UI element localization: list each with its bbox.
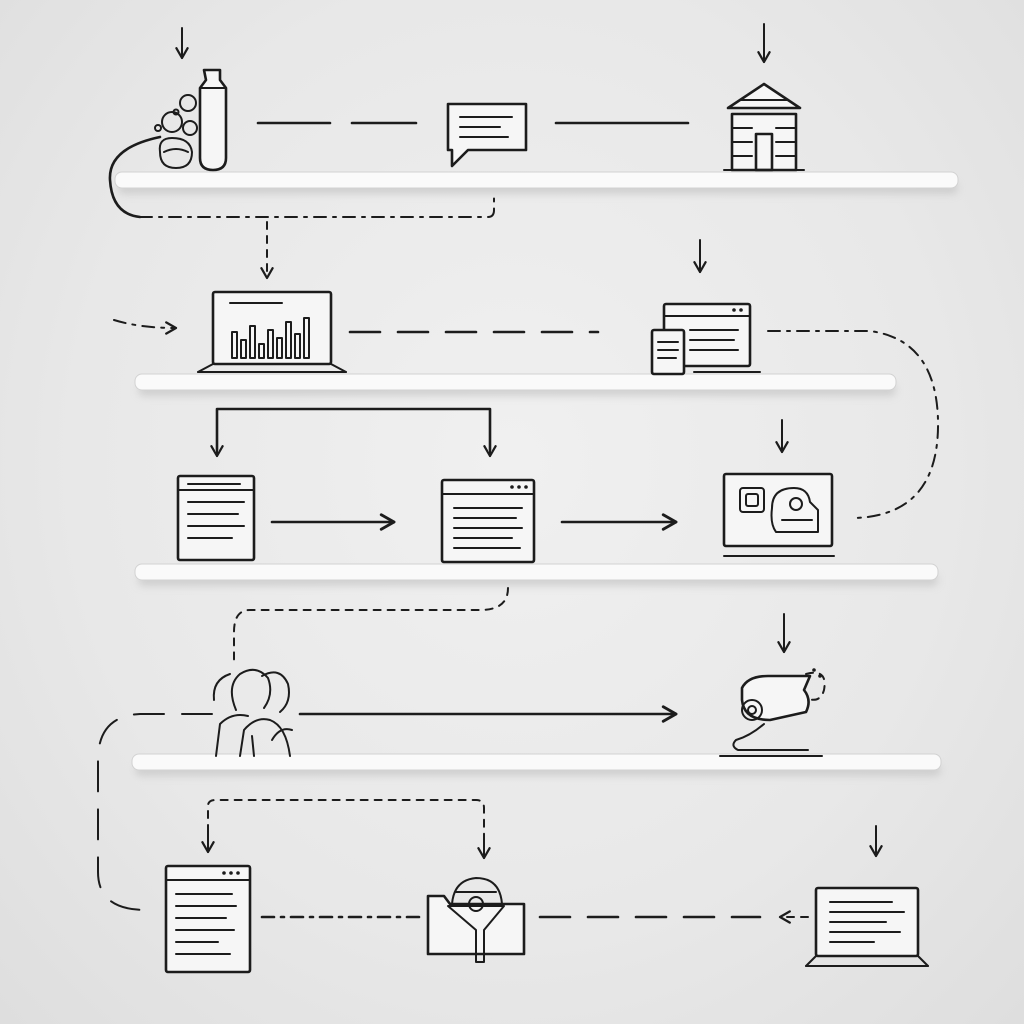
bank-building-icon	[723, 82, 805, 172]
laptop-text-icon	[805, 886, 929, 967]
document-window-icon	[176, 474, 256, 562]
connector-r2-curve	[767, 330, 940, 519]
connector-r4-loop	[97, 713, 213, 911]
browser-window-icon	[440, 478, 536, 564]
document-window-icon	[164, 864, 252, 974]
arrow-into-row-2	[113, 319, 178, 335]
connector-r1-return	[139, 197, 495, 218]
connector-r5-bracket	[207, 799, 485, 857]
shelves	[114, 171, 959, 776]
lab-flask-icon	[154, 68, 228, 172]
webcam-device-icon	[719, 668, 826, 757]
connector-r3-to-r4	[233, 587, 509, 661]
connector-r3-bracket	[215, 407, 492, 452]
shelf-1	[114, 171, 959, 194]
connectors	[97, 23, 940, 924]
shelf-2	[134, 373, 897, 396]
laptop-bar-chart-icon	[197, 290, 347, 373]
connector-r1-loop	[108, 135, 162, 219]
shelf-4	[131, 753, 942, 776]
browser-with-tablet-icon	[650, 302, 761, 376]
chat-bubble-icon	[446, 102, 528, 168]
folder-funnel-icon	[426, 877, 526, 963]
laptop-media-icon	[722, 472, 835, 557]
shelf-3	[134, 563, 939, 586]
people-group-icon	[212, 668, 293, 757]
